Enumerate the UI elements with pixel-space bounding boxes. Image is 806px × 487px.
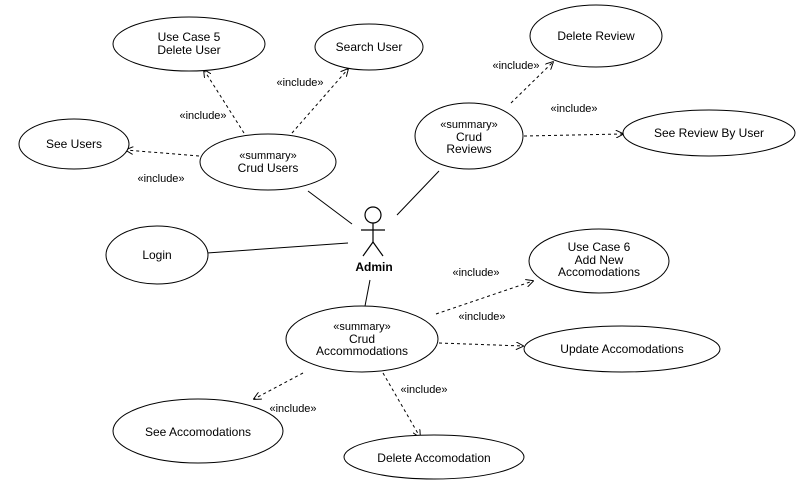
include-arrow-see-accomodations [254,372,304,399]
include-label-search-user: «include» [276,77,323,89]
use-case-crud-accommodations-line1: Crud [349,332,375,346]
use-case-delete-accomodation-label: Delete Accomodation [377,451,490,465]
use-case-update-accomodations[interactable]: Update Accomodations [523,325,721,373]
use-case-see-users[interactable]: See Users [18,118,130,170]
use-case-crud-reviews-line1: Crud [456,130,482,144]
include-arrow-see-review-by-user [523,134,623,136]
use-case-see-accomodations[interactable]: See Accomodations [112,398,284,464]
include-arrow-update-accomodations [438,343,523,346]
use-case-delete-review[interactable]: Delete Review [529,4,663,68]
include-arrow-add-accomodations [435,281,533,315]
use-case-login-label: Login [142,248,171,262]
include-arrow-delete-accomodation [382,372,420,437]
use-case-delete-accomodation[interactable]: Delete Accomodation [343,434,525,480]
use-case-search-user[interactable]: Search User [314,23,424,71]
use-case-crud-reviews-line2: Reviews [446,142,491,156]
use-case-delete-review-label: Delete Review [557,29,635,43]
use-case-see-users-label: See Users [46,137,102,151]
use-case-delete-user-line2: Delete User [157,43,220,57]
use-case-see-accomodations-label: See Accomodations [145,425,251,439]
include-label-delete-accomodation: «include» [400,384,447,396]
include-arrow-delete-user [204,70,245,134]
include-arrow-see-users [126,150,200,157]
include-label-add-accomodations: «include» [452,267,499,279]
assoc-admin-login [206,242,349,254]
use-case-crud-users-stereotype: «summary» [239,150,296,162]
use-case-add-accomodations-line3: Accomodations [558,265,640,279]
use-case-see-review-by-user[interactable]: See Review By User [622,109,796,157]
use-case-add-accomodations[interactable]: Use Case 6 Add New Accomodations [528,228,670,294]
use-case-crud-users-label: Crud Users [238,161,299,175]
use-case-crud-accommodations[interactable]: «summary» Crud Accommodations [285,305,439,373]
actor-admin[interactable]: Admin [355,206,393,274]
use-case-delete-user[interactable]: Use Case 5 Delete User [112,16,266,72]
actor-stick-figure-icon [361,206,385,257]
use-case-see-review-by-user-label: See Review By User [654,126,764,140]
include-arrow-delete-review [510,62,553,104]
include-label-delete-review: «include» [492,60,539,72]
use-case-search-user-label: Search User [336,40,403,54]
assoc-admin-crud-users [307,190,353,225]
include-label-see-users: «include» [137,173,184,185]
assoc-admin-crud-reviews [396,170,440,216]
include-label-delete-user: «include» [179,110,226,122]
include-label-see-review-by-user: «include» [550,103,597,115]
use-case-update-accomodations-label: Update Accomodations [560,342,683,356]
use-case-add-accomodations-line2: Add New [575,253,624,267]
include-label-see-accomodations: «include» [269,403,316,415]
assoc-admin-crud-accommodations [364,279,371,307]
use-case-delete-user-line1: Use Case 5 [158,30,221,44]
use-case-crud-reviews-stereotype: «summary» [440,119,497,131]
use-case-login[interactable]: Login [105,225,209,285]
actor-admin-label: Admin [355,260,392,274]
include-label-update-accomodations: «include» [458,311,505,323]
use-case-crud-accommodations-stereotype: «summary» [333,321,390,333]
use-case-crud-users[interactable]: «summary» Crud Users [199,133,337,191]
include-arrow-search-user [291,69,348,134]
use-case-crud-reviews[interactable]: «summary» Crud Reviews [414,102,524,170]
use-case-crud-accommodations-line2: Accommodations [316,344,408,358]
use-case-add-accomodations-line1: Use Case 6 [568,240,631,254]
